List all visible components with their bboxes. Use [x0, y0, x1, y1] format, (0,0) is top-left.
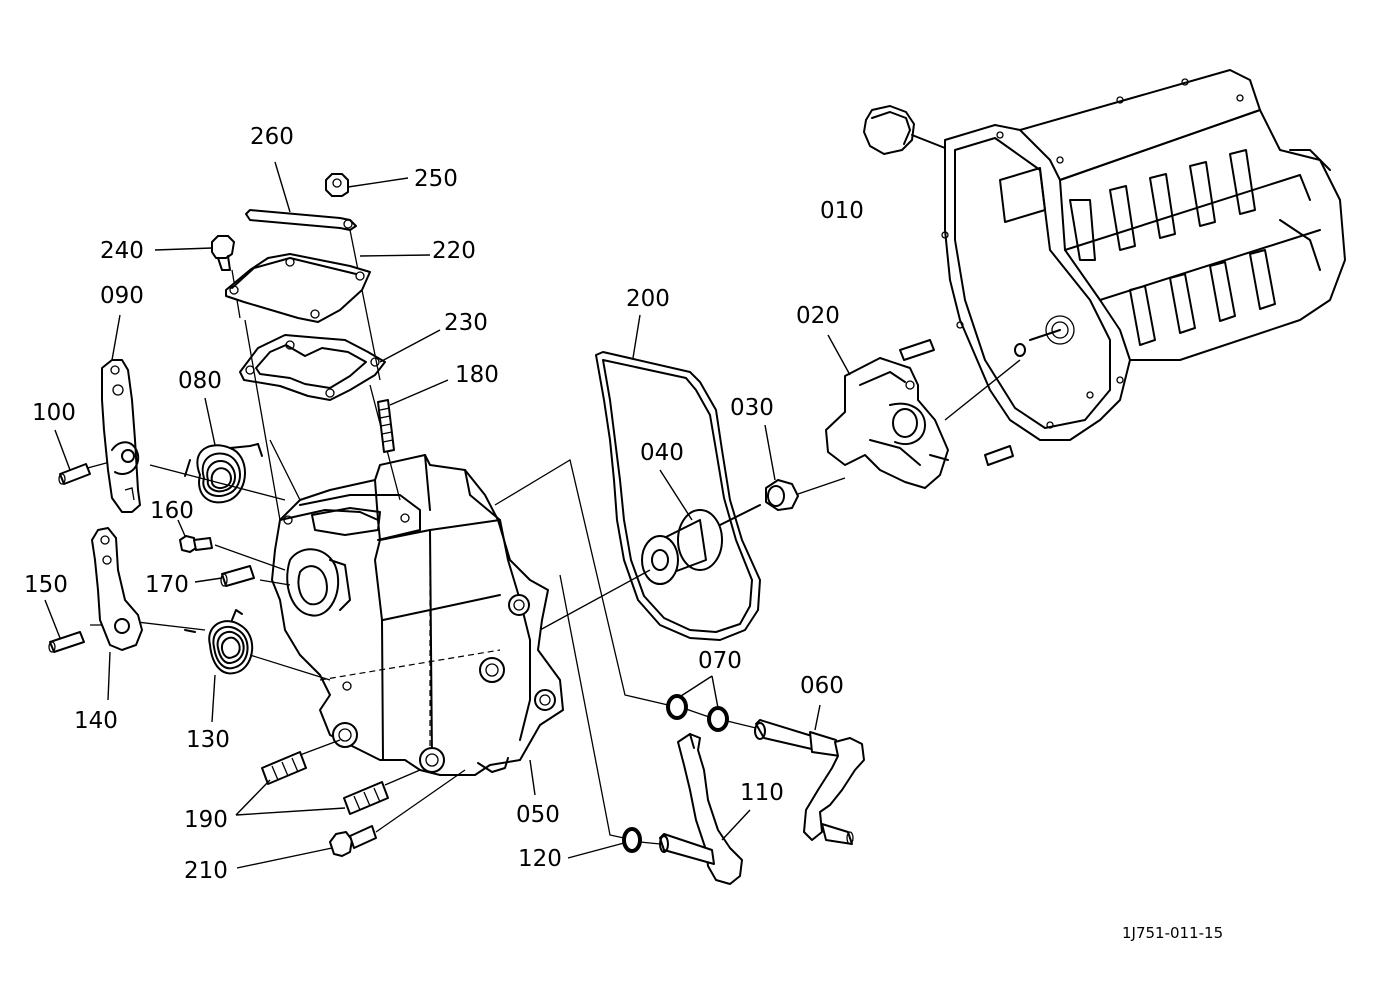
part-050-housing	[271, 454, 564, 776]
callout-140: 140	[74, 708, 118, 734]
callout-130: 130	[186, 727, 230, 753]
part-250-nut	[325, 173, 409, 197]
figure-reference-code: 1J751-011-15	[1122, 924, 1223, 942]
callout-050: 050	[516, 802, 560, 828]
callout-190: 190	[184, 807, 228, 833]
callout-250: 250	[414, 166, 458, 192]
part-240-bolt	[154, 235, 235, 271]
callout-020: 020	[796, 303, 840, 329]
part-090-lever	[101, 314, 141, 513]
part-010-plug	[863, 105, 946, 155]
callout-170: 170	[145, 572, 189, 598]
callout-160: 160	[150, 498, 194, 524]
callout-230: 230	[444, 310, 488, 336]
callout-240: 240	[100, 238, 144, 264]
part-190-studs	[235, 739, 421, 816]
callout-220: 220	[432, 238, 476, 264]
callout-180: 180	[455, 362, 499, 388]
callout-060: 060	[800, 673, 844, 699]
part-160-bolt	[177, 519, 213, 553]
callout-010: 010	[820, 198, 864, 224]
part-080-spring	[184, 397, 263, 504]
part-180-stud	[377, 379, 449, 453]
part-040-shaft	[539, 504, 761, 631]
part-100-pin	[54, 429, 91, 485]
callout-150: 150	[24, 572, 68, 598]
callout-210: 210	[184, 858, 228, 884]
part-170-pin	[194, 565, 255, 587]
callout-200: 200	[626, 286, 670, 312]
part-120-oring	[567, 827, 661, 859]
part-150-pin	[44, 599, 85, 653]
part-110-lever-shaft	[659, 733, 751, 885]
part-130-spring	[184, 609, 254, 723]
transmission-case	[899, 69, 1346, 466]
callout-labels: 010 020 030 040 050 060 070 080 090 100 …	[24, 124, 864, 884]
part-200-gasket	[595, 351, 761, 641]
callout-leaders	[359, 254, 851, 796]
callout-070: 070	[698, 648, 742, 674]
part-230-gasket	[239, 334, 386, 401]
callout-040: 040	[640, 440, 684, 466]
part-220-cover	[225, 253, 371, 323]
part-020-shift-fork	[825, 357, 1021, 489]
callout-120: 120	[518, 846, 562, 872]
callout-100: 100	[32, 400, 76, 426]
part-260-plate	[245, 161, 357, 231]
part-060-lever-shaft	[754, 704, 865, 845]
callout-030: 030	[730, 395, 774, 421]
callout-090: 090	[100, 283, 144, 309]
assembly-lines	[79, 229, 669, 839]
callout-080: 080	[178, 368, 222, 394]
part-070-orings	[666, 675, 757, 732]
part-210-bolt	[236, 769, 466, 869]
part-030-bushing	[765, 477, 846, 511]
part-140-lever	[91, 527, 143, 701]
callout-110: 110	[740, 780, 784, 806]
callout-260: 260	[250, 124, 294, 150]
